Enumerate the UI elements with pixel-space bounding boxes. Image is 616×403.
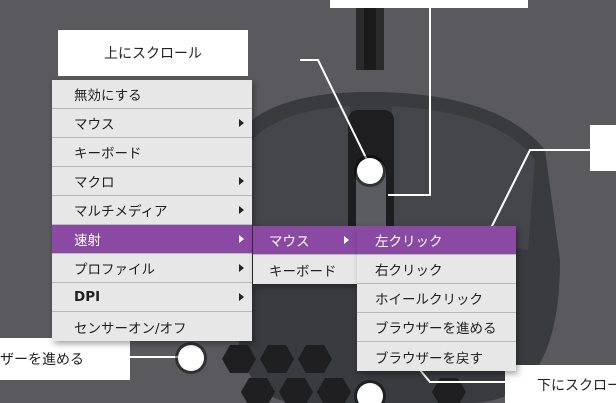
menu-item-label: ブラウザーを進める [375,321,497,337]
menu-item-label: 速射 [74,233,101,249]
mouse-cable-stripe [364,0,376,70]
bottom-button-indicator[interactable] [357,383,383,403]
leader-line-top [388,0,431,196]
menu-item-multimedia[interactable]: マルチメディア [52,196,252,225]
subsubmenu-item-browser-forward[interactable]: ブラウザーを進める [357,313,516,342]
context-menu-rapid-fire: マウス キーボード [253,226,357,284]
leader-line-bottom [419,369,505,383]
callout-scroll-up: 上にスクロール [58,30,248,76]
honeycomb-hole [317,378,351,403]
menu-item-label: ホイールクリック [375,292,483,308]
menu-item-keyboard[interactable]: キーボード [52,138,252,167]
menu-item-label: マウス [269,234,310,250]
honeycomb-hole [222,345,256,373]
submenu-arrow-icon [239,177,244,185]
honeycomb-hole [279,378,313,403]
callout-scroll-down: 下にスクロール [505,365,616,403]
callout-top [330,0,528,8]
wheel-button-indicator[interactable] [357,158,383,184]
menu-item-mouse[interactable]: マウス [52,109,252,138]
leader-line-right [484,149,590,241]
callout-browser-forward: ザーを進める [0,338,130,380]
honeycomb-hole [260,345,294,373]
subsubmenu-item-browser-back[interactable]: ブラウザーを戻す [357,342,516,371]
mouse-right-button [392,106,535,250]
submenu-item-keyboard[interactable]: キーボード [253,255,357,284]
menu-item-sensor-toggle[interactable]: センサーオン/オフ [52,312,252,341]
subsubmenu-item-wheel-click[interactable]: ホイールクリック [357,284,516,313]
leader-line-scroll-up [300,59,373,171]
submenu-item-mouse[interactable]: マウス [253,226,357,255]
side-button-indicator[interactable] [178,345,204,371]
submenu-arrow-icon [239,235,244,243]
honeycomb-hole [298,345,332,373]
menu-item-label: ブラウザーを戻す [375,350,483,367]
context-menu-mouse-buttons: 左クリック 右クリック ホイールクリック ブラウザーを進める ブラウザーを戻す [357,226,516,371]
menu-item-label: マクロ [74,175,115,191]
menu-item-disable[interactable]: 無効にする [52,80,252,109]
honeycomb-hole [432,378,466,403]
menu-item-label: マルチメディア [74,204,168,220]
menu-item-macro[interactable]: マクロ [52,167,252,196]
honeycomb-hole [241,378,275,403]
menu-item-label: 左クリック [375,234,443,250]
submenu-arrow-icon [239,206,244,214]
menu-item-label: 無効にする [74,88,142,104]
menu-item-label: マウス [74,117,115,133]
menu-item-label: DPI [74,289,101,305]
submenu-arrow-icon [239,293,244,301]
menu-item-label: プロファイル [74,262,155,278]
menu-item-profile[interactable]: プロファイル [52,254,252,283]
subsubmenu-item-left-click[interactable]: 左クリック [357,226,516,255]
menu-item-label: 右クリック [375,263,443,279]
menu-item-label: キーボード [269,263,337,280]
menu-item-label: キーボード [74,146,142,162]
submenu-arrow-icon [239,264,244,272]
menu-item-dpi[interactable]: DPI [52,283,252,312]
context-menu-main: 無効にする マウス キーボード マクロ マルチメディア 速射 プロファイル DP… [52,80,252,341]
submenu-arrow-icon [344,236,349,244]
mouse-left-button [240,106,352,250]
menu-item-rapid-fire[interactable]: 速射 [52,225,252,254]
subsubmenu-item-right-click[interactable]: 右クリック [357,255,516,284]
callout-right [590,125,616,171]
menu-item-label: センサーオン/オフ [74,320,187,337]
submenu-arrow-icon [239,119,244,127]
